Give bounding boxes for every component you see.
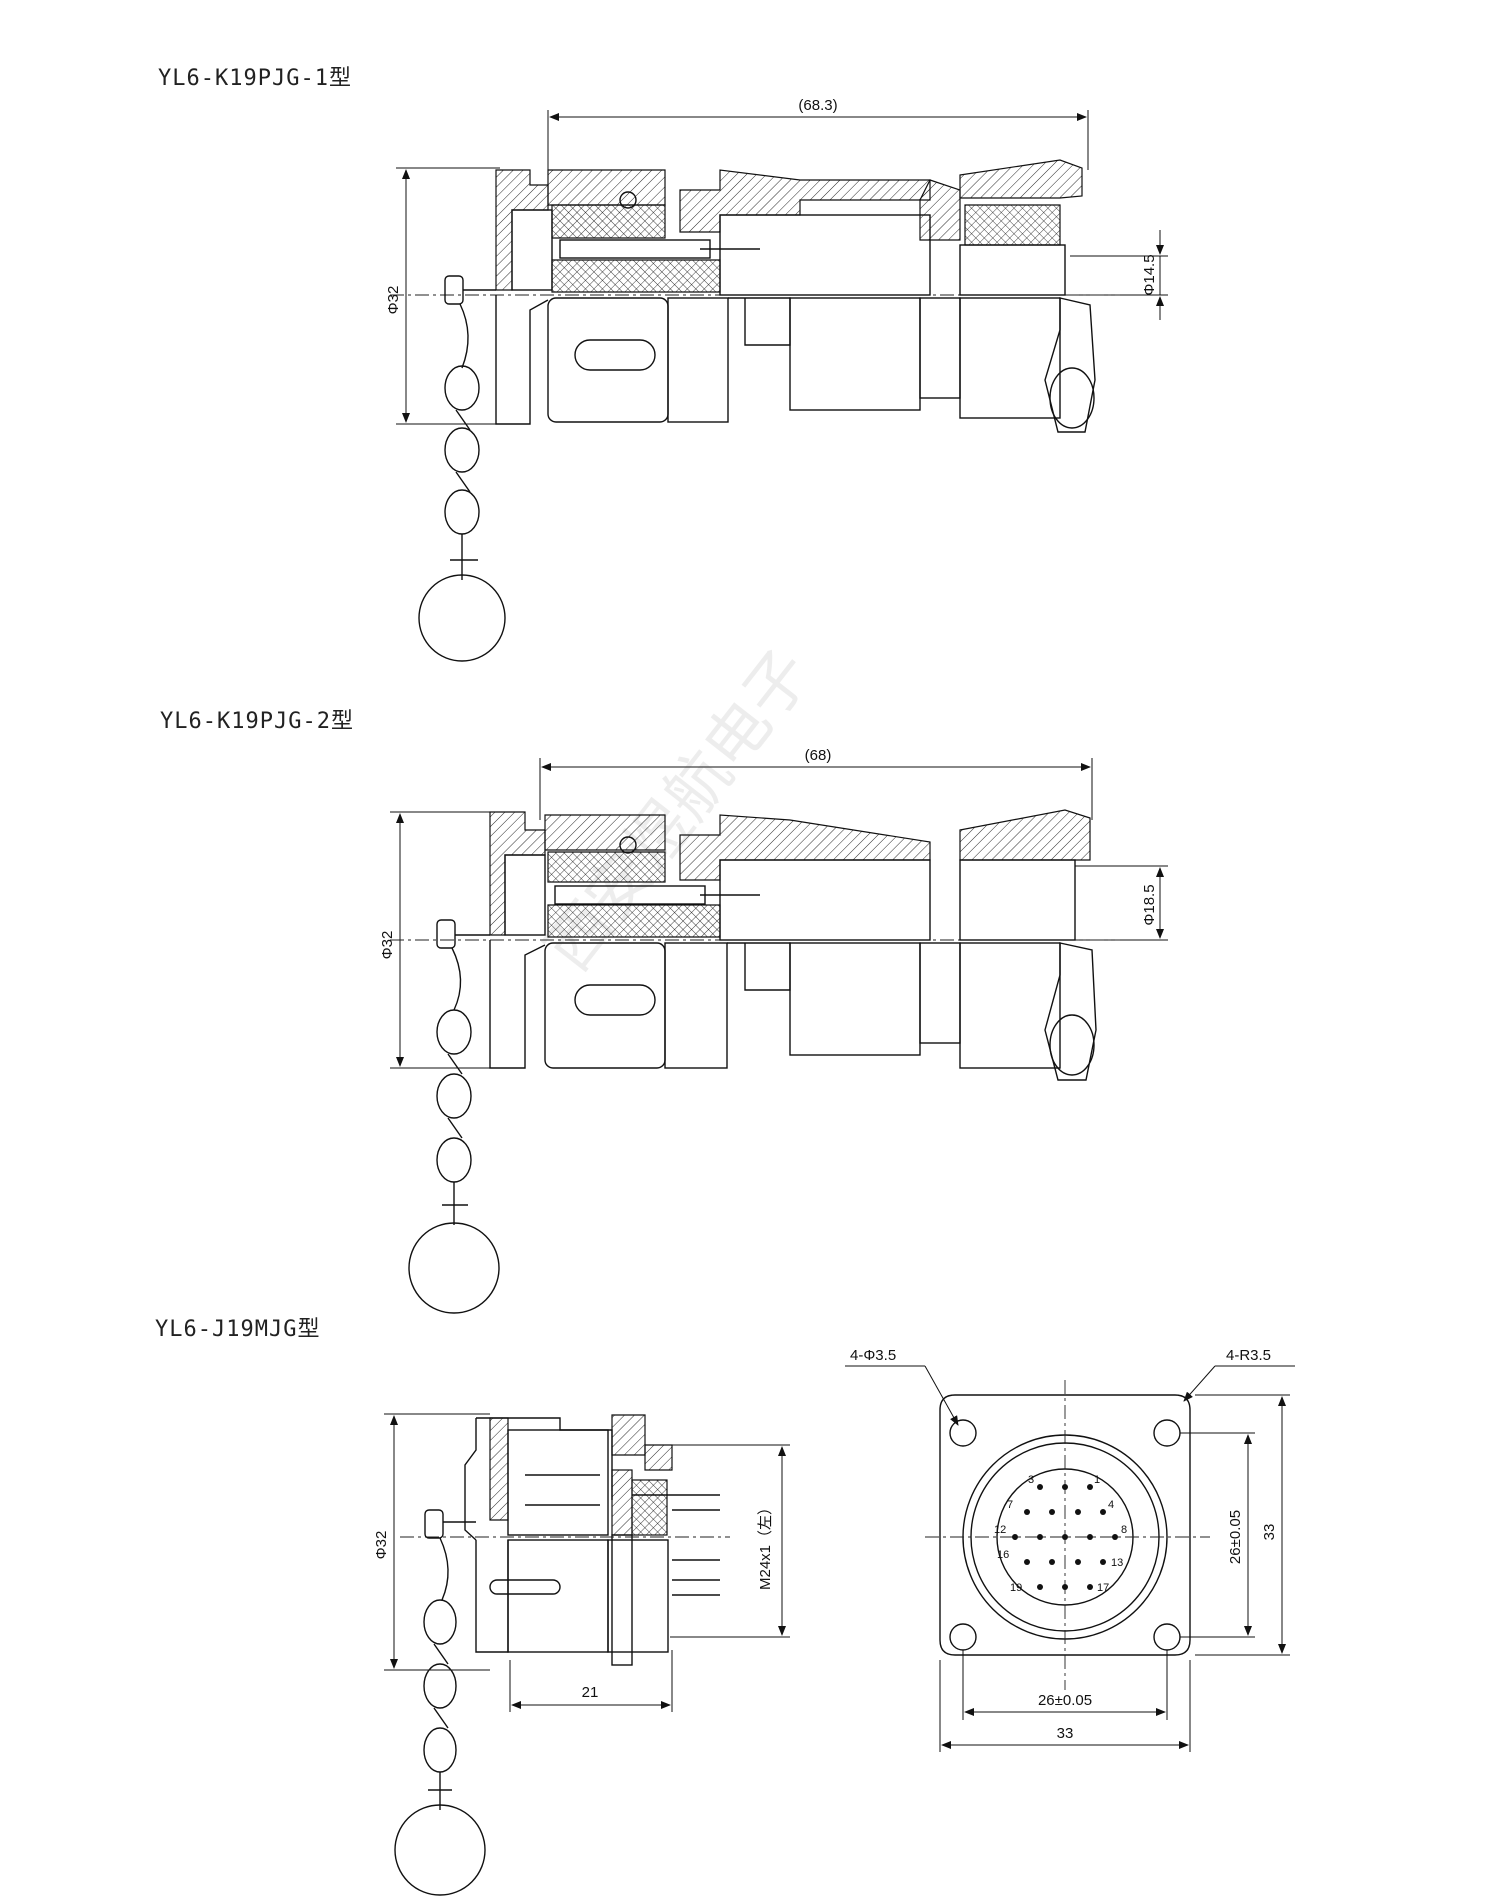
dim-thread-3: M24x1（左）	[757, 1500, 774, 1590]
dim-diameter-2: Φ32	[379, 931, 396, 960]
pin-label: 3	[1028, 1474, 1034, 1486]
dim-hole-spacing-h: 26±0.05	[1038, 1692, 1092, 1709]
dim-cable-2: Φ18.5	[1141, 884, 1158, 925]
dim-diameter-1: Φ32	[385, 286, 402, 315]
dim-holes: 4-Φ3.5	[850, 1347, 896, 1364]
pin-label: 19	[1010, 1582, 1022, 1594]
model-title-1: YL6-K19PJG-1型	[158, 66, 352, 91]
pin-label: 8	[1121, 1524, 1127, 1536]
view-4-socket-front: 3 1 7 4 12 8 16 13 19 17 4-Φ3.5 4-R3.5 2…	[845, 1347, 1295, 1752]
view-3-socket-side: Φ32 M24x1（左） 21	[373, 1413, 790, 1896]
dim-length-1: (68.3)	[798, 97, 837, 114]
dim-hole-spacing-v: 26±0.05	[1227, 1510, 1244, 1564]
view-2-plug: (68) Φ32 Φ18.5	[379, 747, 1168, 1314]
pin-label: 13	[1111, 1557, 1123, 1569]
dim-cable-1: Φ14.5	[1141, 254, 1158, 295]
pin-label: 4	[1108, 1499, 1114, 1511]
pin-label: 16	[997, 1549, 1009, 1561]
pin-label: 1	[1094, 1474, 1100, 1486]
dim-length-2: (68)	[805, 747, 832, 764]
pin-label: 12	[994, 1524, 1006, 1536]
dim-corner-radius: 4-R3.5	[1226, 1347, 1271, 1364]
pin-label: 17	[1097, 1582, 1109, 1594]
model-title-2: YL6-K19PJG-2型	[160, 709, 354, 734]
dim-diameter-3: Φ32	[373, 1531, 390, 1560]
dim-depth-3: 21	[582, 1684, 599, 1701]
view-1-plug: (68.3) Φ32 Φ14.5	[385, 97, 1168, 662]
dim-flange-h: 33	[1261, 1524, 1278, 1541]
pin-grid: 3 1 7 4 12 8 16 13 19 17	[994, 1474, 1127, 1594]
dim-flange-w: 33	[1057, 1725, 1074, 1742]
model-title-3: YL6-J19MJG型	[155, 1317, 321, 1342]
pin-label: 7	[1007, 1499, 1013, 1511]
